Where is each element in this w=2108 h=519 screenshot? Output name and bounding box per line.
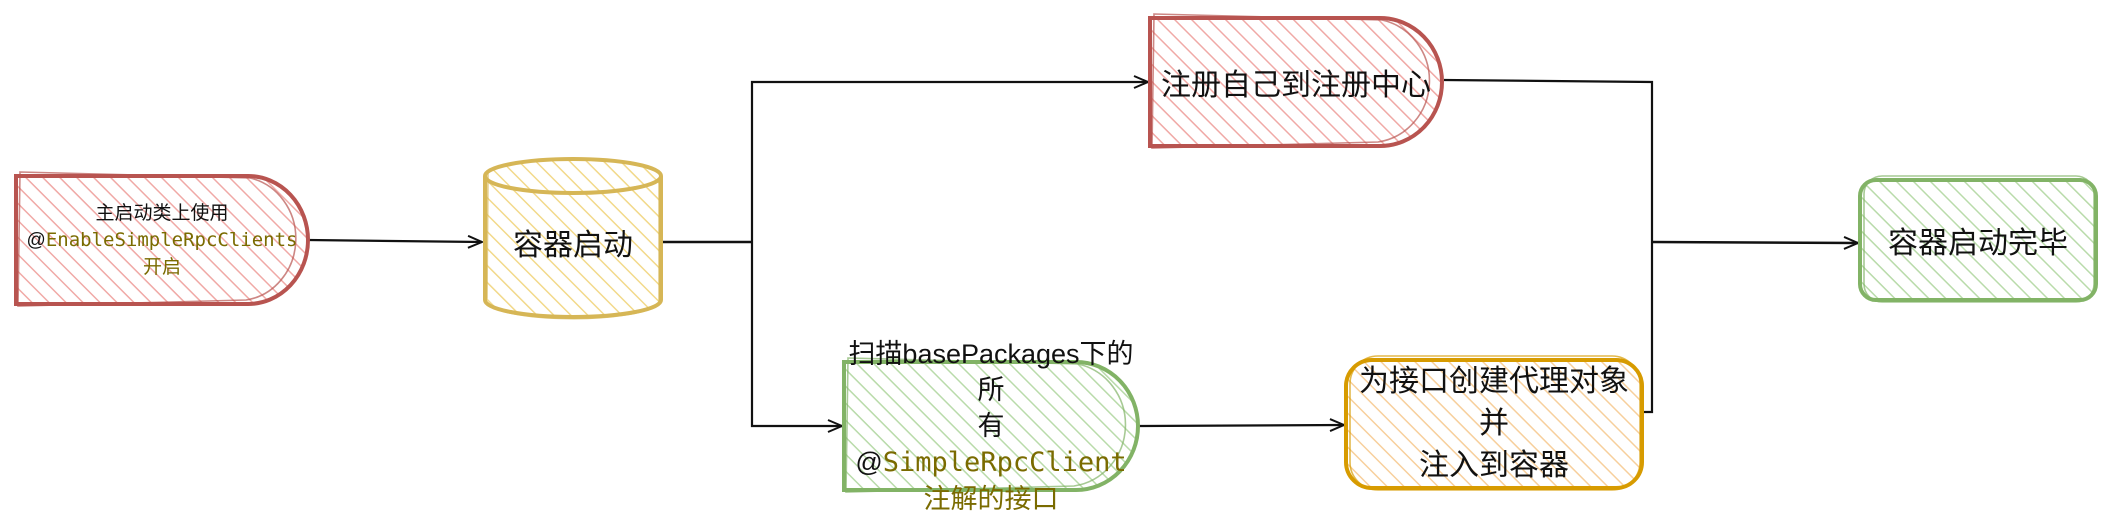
node-scan-label: 扫描basePackages下的所 有@SimpleRpcClient 注解的接… xyxy=(844,339,1138,514)
container-start-text: 容器启动 xyxy=(513,229,633,262)
start-line-1: 主启动类上使用 xyxy=(95,202,229,224)
node-container-start-shape xyxy=(483,157,663,320)
scan-line-1: 扫描basePackages下的所 xyxy=(848,338,1134,405)
node-scan-shape xyxy=(842,357,1140,493)
scan-line-2: 有@SimpleRpcClient xyxy=(844,408,1138,481)
node-register-label: 注册自己到注册中心 xyxy=(1150,18,1442,146)
edge-register-to-join xyxy=(1443,78,1654,242)
edge-join-to-done xyxy=(1651,242,1858,243)
proxy-line-2: 注入到容器 xyxy=(1419,449,1569,482)
start-at-sign: @ xyxy=(26,229,46,251)
node-start-label: 主启动类上使用 @EnableSimpleRpcClients 开启 xyxy=(16,176,308,304)
node-proxy-label: 为接口创建代理对象并 注入到容器 xyxy=(1346,360,1642,488)
edge-start-to-container xyxy=(307,240,482,242)
scan-line-3: 注解的接口 xyxy=(923,483,1059,514)
edge-scan-to-proxy xyxy=(1137,425,1344,426)
edge-proxy-to-join xyxy=(1644,242,1654,414)
edge-split-to-register xyxy=(750,82,1148,242)
node-start-shape xyxy=(14,171,310,307)
proxy-line-1: 为接口创建代理对象并 xyxy=(1359,365,1629,440)
register-text: 注册自己到注册中心 xyxy=(1161,69,1431,102)
node-done-label: 容器启动完毕 xyxy=(1860,180,2096,300)
start-line-2: @EnableSimpleRpcClients xyxy=(27,227,298,254)
node-done-shape xyxy=(1858,175,2098,303)
scan-prefix: 有@ xyxy=(855,410,1005,477)
node-register-shape xyxy=(1148,13,1444,149)
node-proxy-shape xyxy=(1344,355,1644,491)
start-line-3: 开启 xyxy=(142,256,181,278)
node-container-start-label: 容器启动 xyxy=(485,192,661,292)
done-text: 容器启动完毕 xyxy=(1888,227,2068,260)
scan-annotation-name: SimpleRpcClient xyxy=(882,446,1127,478)
edge-split-to-scan xyxy=(750,242,842,426)
start-annotation-name: EnableSimpleRpcClients xyxy=(45,228,298,251)
